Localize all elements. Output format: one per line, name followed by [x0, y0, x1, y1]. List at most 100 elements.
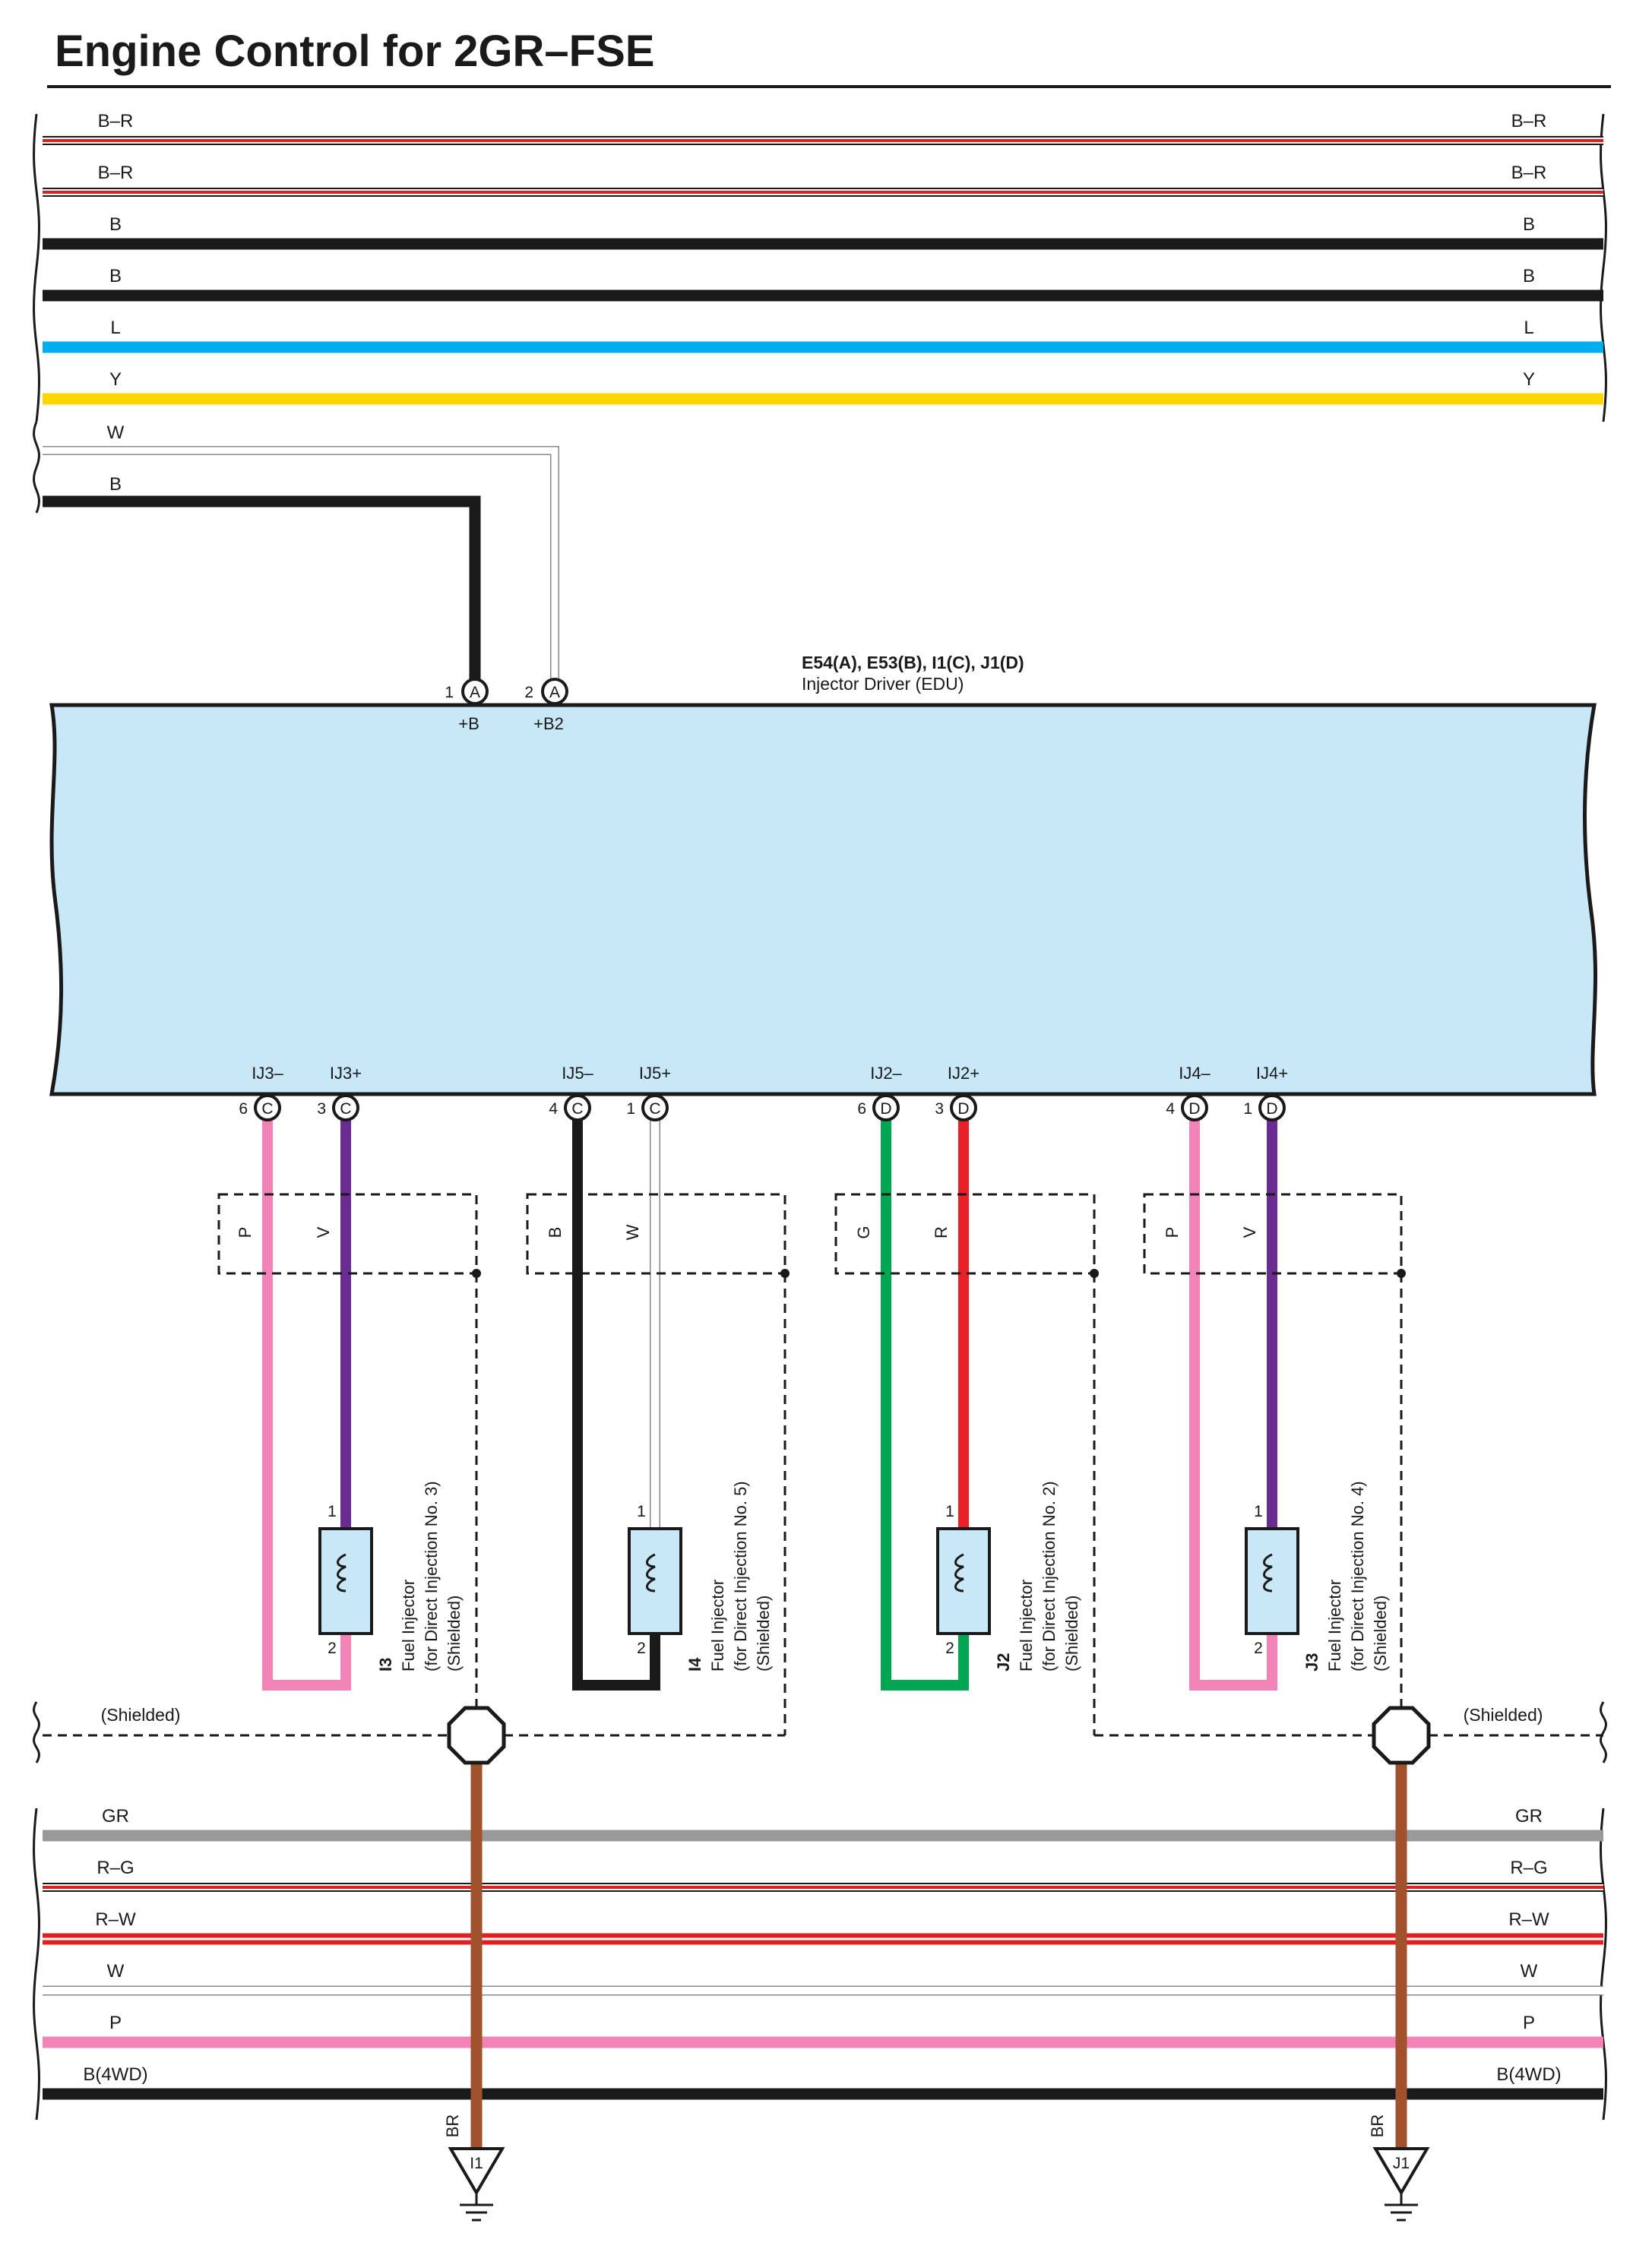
wire-color-label: V	[1240, 1226, 1259, 1238]
coil-icon	[954, 1553, 964, 1593]
injector-label: (for Direct Injection No. 5)	[731, 1481, 750, 1672]
injector-wire	[1189, 1108, 1277, 1691]
edu-name: Injector Driver (EDU)	[802, 674, 964, 694]
injector-label: (for Direct Injection No. 4)	[1348, 1481, 1367, 1672]
wire-b-to-b	[43, 495, 481, 684]
left-break-symbol	[33, 1808, 40, 2121]
pin-number: 6	[239, 1100, 248, 1118]
shield-ground-junction	[1372, 1706, 1431, 1765]
wire-color-label: G	[854, 1226, 873, 1238]
shield-box	[526, 1193, 786, 1275]
connector-pin	[1258, 1094, 1286, 1121]
pin-number: 1	[445, 684, 454, 701]
connector-pin	[641, 1094, 669, 1121]
connector-letter: D	[957, 1100, 969, 1118]
injector-label: I3	[376, 1658, 395, 1672]
left-break-symbol	[33, 421, 40, 514]
shield-box	[834, 1193, 1096, 1275]
coil-icon	[337, 1553, 347, 1593]
connector-letter: C	[340, 1100, 351, 1118]
injector-wire	[262, 1108, 351, 1691]
injector-wire	[572, 1108, 660, 1691]
wire-label-right: L	[1524, 318, 1533, 338]
diagram-title: Engine Control for 2GR–FSE	[55, 27, 655, 76]
terminal-label: IJ3–	[252, 1064, 283, 1083]
coil-icon	[646, 1553, 656, 1593]
injector-coil-body	[1245, 1527, 1299, 1635]
injector-label: (Shielded)	[445, 1596, 464, 1672]
injector-label: Fuel Injector	[1325, 1580, 1344, 1672]
pin-number: 3	[317, 1100, 326, 1118]
right-break-symbol	[1600, 1808, 1607, 2121]
pin-number: 4	[1166, 1100, 1175, 1118]
connector-letter: C	[571, 1100, 583, 1118]
wire-label-left: B	[109, 266, 122, 286]
left-break-symbol	[33, 1701, 40, 1763]
wire-label-right: GR	[1515, 1806, 1543, 1827]
shield-ground-junction	[447, 1706, 506, 1765]
wire-label-right: R–W	[1508, 1909, 1549, 1930]
coil-pin-number: 2	[328, 1640, 337, 1657]
pin-number: 2	[524, 684, 533, 701]
coil-pin-number: 1	[637, 1503, 646, 1520]
wire-label-left: Y	[109, 369, 122, 390]
wire-label-left: B	[109, 214, 122, 235]
pin-number: 1	[626, 1100, 635, 1118]
injector-label: (for Direct Injection No. 3)	[422, 1481, 441, 1672]
terminal-label: IJ3+	[330, 1064, 362, 1083]
connector-pin	[541, 678, 568, 705]
connector-letter: A	[549, 684, 560, 701]
injector-coil-body	[936, 1527, 991, 1635]
wire-color-label: R	[932, 1226, 951, 1238]
pin-number: 1	[1243, 1100, 1252, 1118]
edu-code: E54(A), E53(B), I1(C), J1(D)	[802, 653, 1024, 672]
coil-pin-number: 1	[328, 1503, 337, 1520]
ground-point-label: I1	[470, 2155, 483, 2172]
connector-pin	[950, 1094, 977, 1121]
connector-letter: C	[261, 1100, 273, 1118]
injector-label: (Shielded)	[754, 1596, 773, 1672]
injector-label: (Shielded)	[1062, 1596, 1081, 1672]
terminal-label: IJ4–	[1179, 1064, 1211, 1083]
wire-label-left: L	[110, 318, 120, 338]
terminal-label: IJ2–	[870, 1064, 902, 1083]
wire-label-right: B	[1523, 214, 1535, 235]
terminal-label: +B2	[533, 714, 564, 733]
injector-coil-body	[318, 1527, 373, 1635]
wire-label-left: B–R	[98, 163, 134, 183]
injector-label: J3	[1302, 1653, 1321, 1672]
terminal-label: IJ2+	[948, 1064, 979, 1083]
wire-label-w: W	[107, 422, 125, 443]
coil-pin-number: 1	[1254, 1503, 1263, 1520]
connector-letter: D	[1188, 1100, 1200, 1118]
terminal-label: IJ5–	[562, 1064, 593, 1083]
left-break-symbol	[33, 113, 40, 422]
injector-label: I4	[685, 1657, 704, 1672]
terminal-label: IJ5+	[639, 1064, 671, 1083]
terminal-label: IJ4+	[1256, 1064, 1288, 1083]
ground-point-label: J1	[1393, 2155, 1410, 2172]
wire-label-right: B	[1523, 266, 1535, 286]
wire-label-left: B–R	[98, 111, 134, 131]
wire-label-left: P	[109, 2013, 122, 2033]
wire-label-right: P	[1523, 2013, 1535, 2033]
wire-label-left: B(4WD)	[83, 2064, 147, 2085]
wire-color-label: W	[623, 1224, 642, 1240]
wire-w-to-b2-core	[43, 447, 559, 684]
terminal-label: +B	[458, 714, 479, 733]
wire-color-label: B	[546, 1227, 565, 1238]
injector-driver-box	[49, 703, 1598, 1096]
wire-label-left: R–G	[97, 1858, 134, 1878]
coil-pin-number: 2	[637, 1640, 646, 1657]
wire-label-left: GR	[102, 1806, 129, 1827]
wire-color-label: P	[236, 1227, 255, 1238]
right-break-symbol	[1600, 113, 1607, 422]
connector-letter: A	[470, 684, 480, 701]
injector-label: (Shielded)	[1371, 1596, 1390, 1672]
injector-label: Fuel Injector	[399, 1580, 418, 1672]
wire-label-right: Y	[1523, 369, 1535, 390]
pin-number: 6	[857, 1100, 866, 1118]
ground-point-triangle	[1372, 2147, 1430, 2196]
wire-label-right: B–R	[1511, 163, 1547, 183]
connector-letter: D	[1266, 1100, 1277, 1118]
